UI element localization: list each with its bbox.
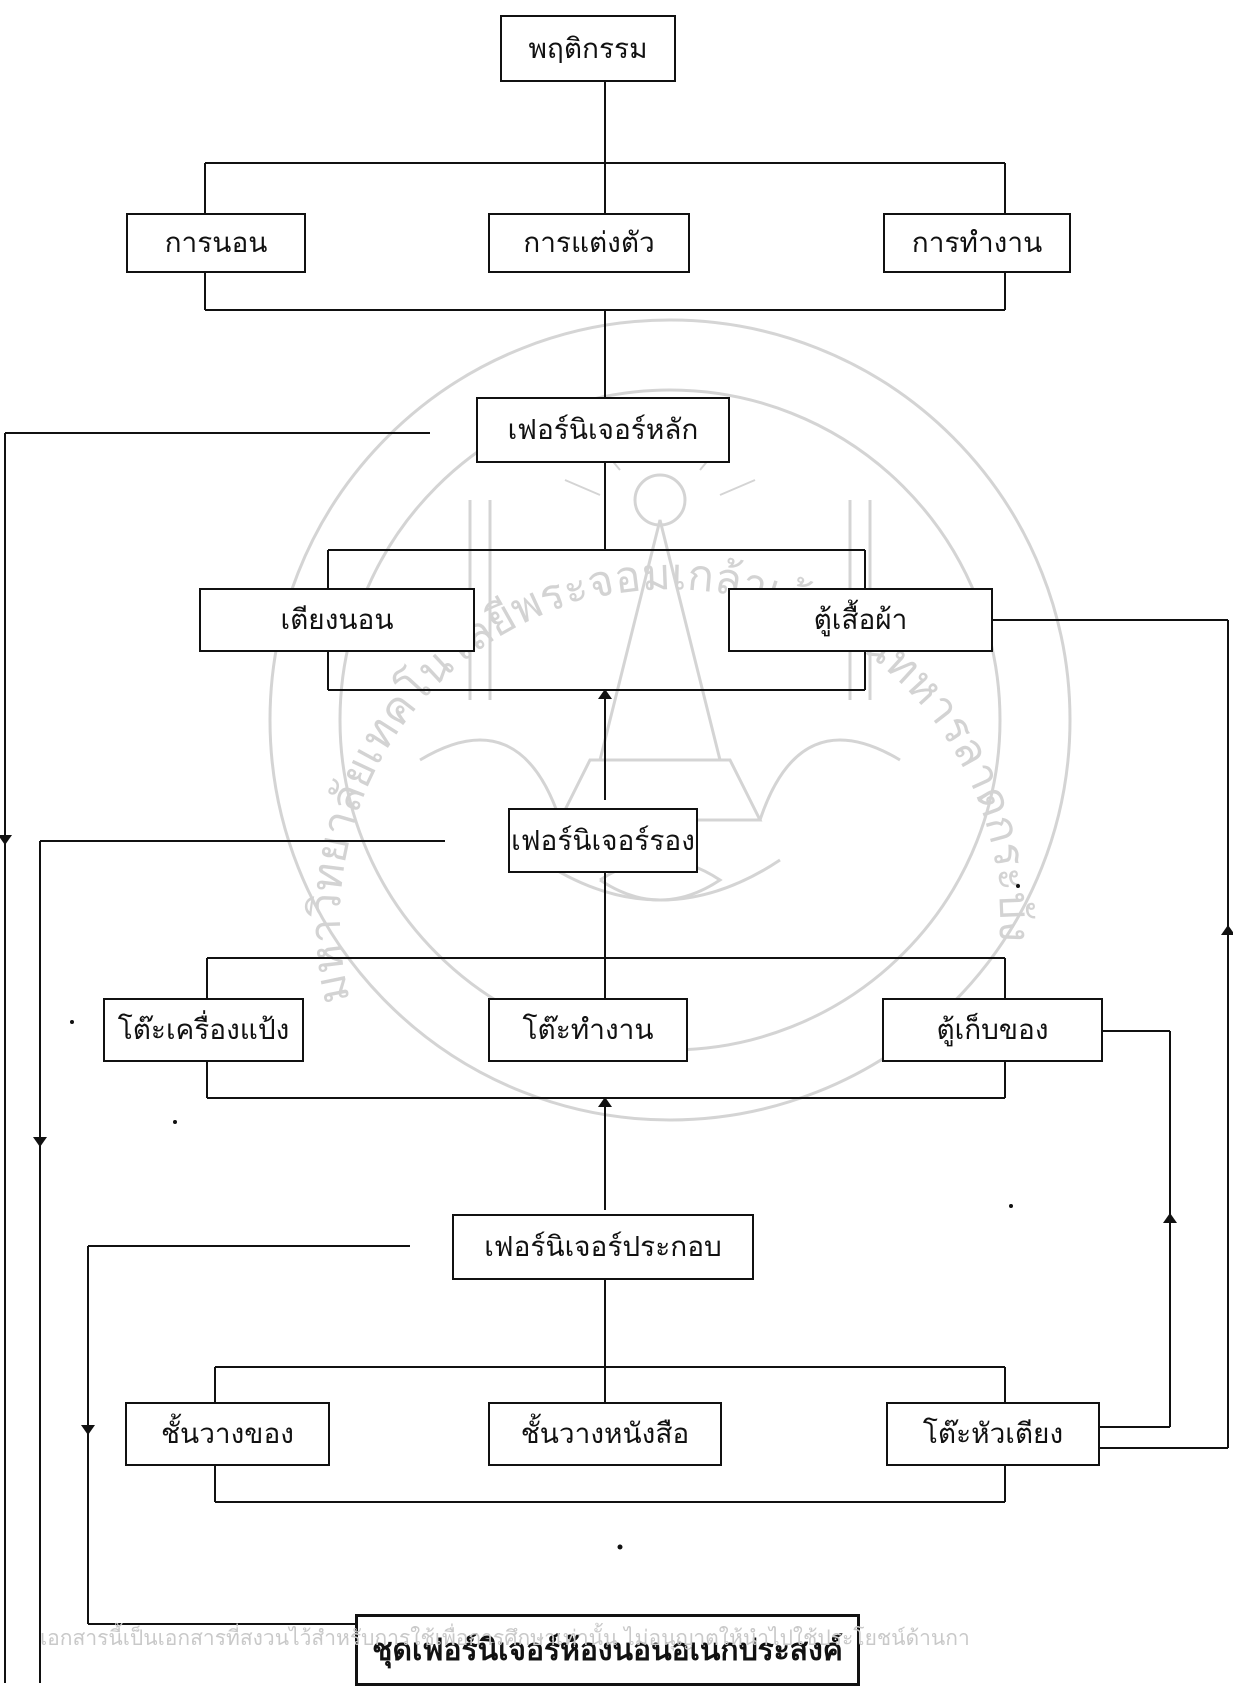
node-secondary-furniture: เฟอร์นิเจอร์รอง xyxy=(508,808,698,873)
node-bookshelf: ชั้นวางหนังสือ xyxy=(488,1402,722,1466)
node-wardrobe: ตู้เสื้อผ้า xyxy=(728,588,993,652)
node-main-furniture: เฟอร์นิเจอร์หลัก xyxy=(476,397,730,463)
node-storage-cabinet: ตู้เก็บของ xyxy=(882,998,1103,1062)
watermark-text-line1: เอกสารนี้เป็นเอกสารที่สงวนไว้สำหรับการใช… xyxy=(40,1626,970,1650)
node-sleeping: การนอน xyxy=(126,213,306,273)
node-nightstand: โต๊ะหัวเตียง xyxy=(886,1402,1100,1466)
node-dressing-table: โต๊ะเครื่องแป้ง xyxy=(103,998,304,1062)
flow-arrows xyxy=(0,689,1233,1435)
node-behavior: พฤติกรรม xyxy=(500,15,676,82)
stray-dots xyxy=(70,884,1020,1550)
node-accessory-furniture: เฟอร์นิเจอร์ประกอบ xyxy=(452,1214,754,1280)
node-work-desk: โต๊ะทำงาน xyxy=(488,998,688,1062)
node-working: การทำงาน xyxy=(883,213,1071,273)
connector-lines xyxy=(4,82,1229,1683)
node-bed: เตียงนอน xyxy=(199,588,475,652)
node-shelf: ชั้นวางของ xyxy=(125,1402,330,1466)
node-dressing: การแต่งตัว xyxy=(488,213,690,273)
